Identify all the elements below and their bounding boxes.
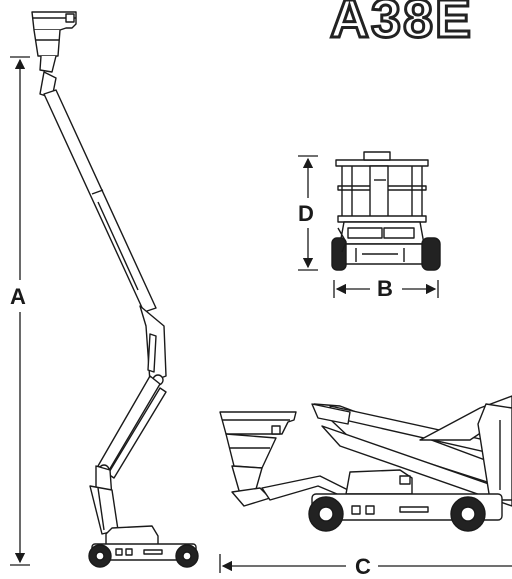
dimension-b-label: B xyxy=(374,278,396,300)
stowed-machine xyxy=(219,395,512,532)
dimension-a xyxy=(10,56,30,566)
dimension-a-label: A xyxy=(9,284,27,310)
dimension-d-label: D xyxy=(297,201,315,226)
dimension-c xyxy=(219,554,512,573)
dimension-d xyxy=(298,155,318,271)
front-view-machine xyxy=(331,151,441,271)
platform-basket-extended xyxy=(31,11,77,73)
extended-machine xyxy=(31,11,199,568)
dimension-b xyxy=(333,280,439,298)
model-title: A38E xyxy=(328,0,474,51)
dimension-c-label: C xyxy=(352,556,374,578)
